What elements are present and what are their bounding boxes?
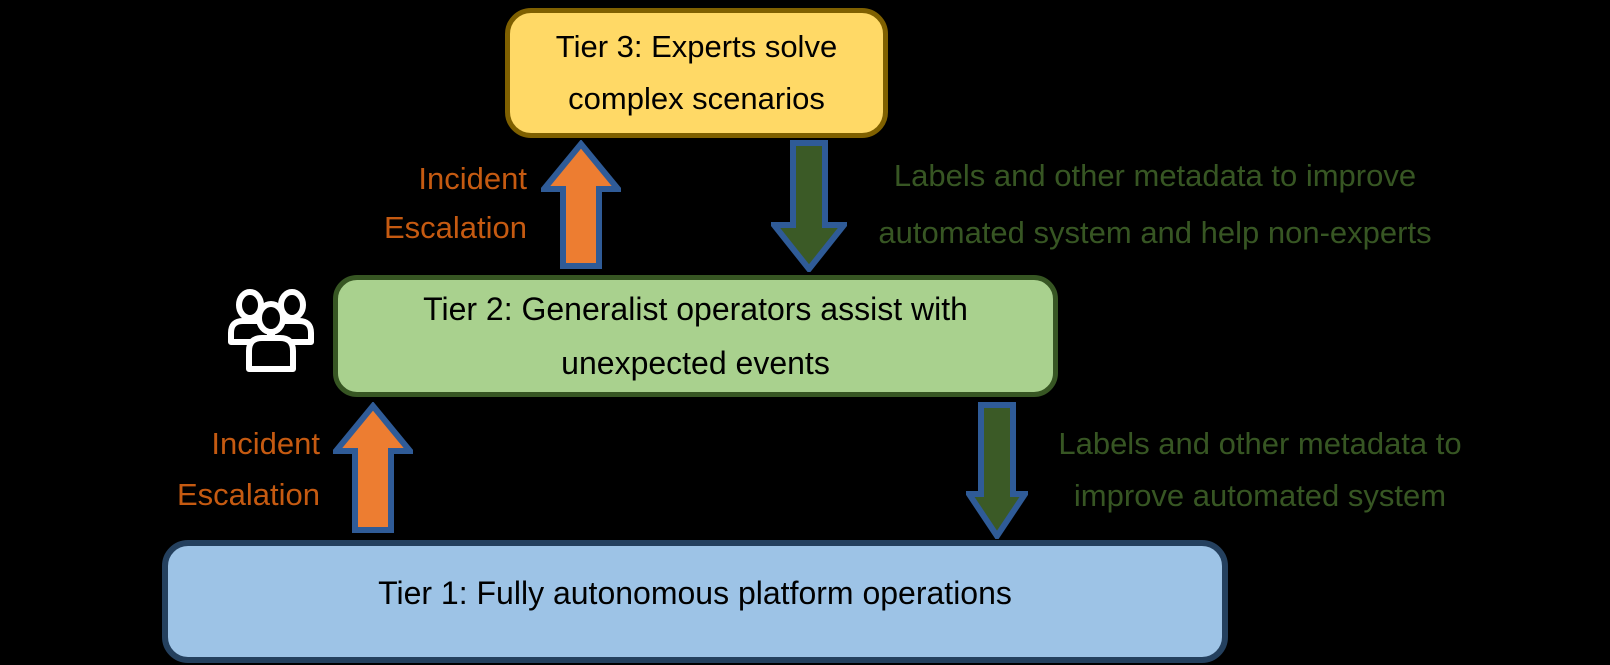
tier3-label-line1: Tier 3: Experts solve (555, 29, 838, 64)
up-arrow-shape (333, 402, 413, 533)
people-group-shape (228, 289, 314, 372)
down-arrow-shape (771, 140, 847, 272)
up-arrow-icon (541, 140, 621, 269)
incident-escalation-top-line2: Escalation (383, 210, 527, 245)
metadata-bottom-line2: improve automated system (1073, 478, 1447, 513)
tier2-label-line2: unexpected events (561, 345, 830, 381)
tier1-box: Tier 1: Fully autonomous platform operat… (162, 540, 1228, 663)
tier3-box: Tier 3: Experts solve complex scenarios (505, 8, 888, 138)
tier2-label-line1: Tier 2: Generalist operators assist with (423, 291, 968, 327)
metadata-bottom-line1: Labels and other metadata to (1058, 426, 1462, 461)
up-arrow-icon (333, 402, 413, 533)
tier3-label-line2: complex scenarios (568, 81, 825, 116)
down-arrow-icon (771, 140, 847, 272)
tier2-box: Tier 2: Generalist operators assist with… (333, 275, 1058, 397)
down-arrow-shape (966, 402, 1028, 539)
up-arrow-shape (541, 140, 621, 269)
tier1-label-line1: Tier 1: Fully autonomous platform operat… (378, 575, 1012, 611)
people-group-icon (228, 289, 314, 372)
incident-escalation-bottom-line2: Escalation (176, 477, 320, 512)
incident-escalation-top-line1: Incident (418, 161, 527, 196)
metadata-label-top: Labels and other metadata to improve aut… (845, 147, 1465, 261)
metadata-top-line1: Labels and other metadata to improve (893, 158, 1417, 193)
down-arrow-icon (966, 402, 1028, 539)
incident-escalation-label-bottom: Incident Escalation (128, 418, 320, 520)
metadata-top-line2: automated system and help non-experts (878, 215, 1432, 250)
incident-escalation-label-top: Incident Escalation (330, 154, 527, 252)
metadata-label-bottom: Labels and other metadata to improve aut… (1030, 418, 1490, 522)
incident-escalation-bottom-line1: Incident (211, 426, 320, 461)
